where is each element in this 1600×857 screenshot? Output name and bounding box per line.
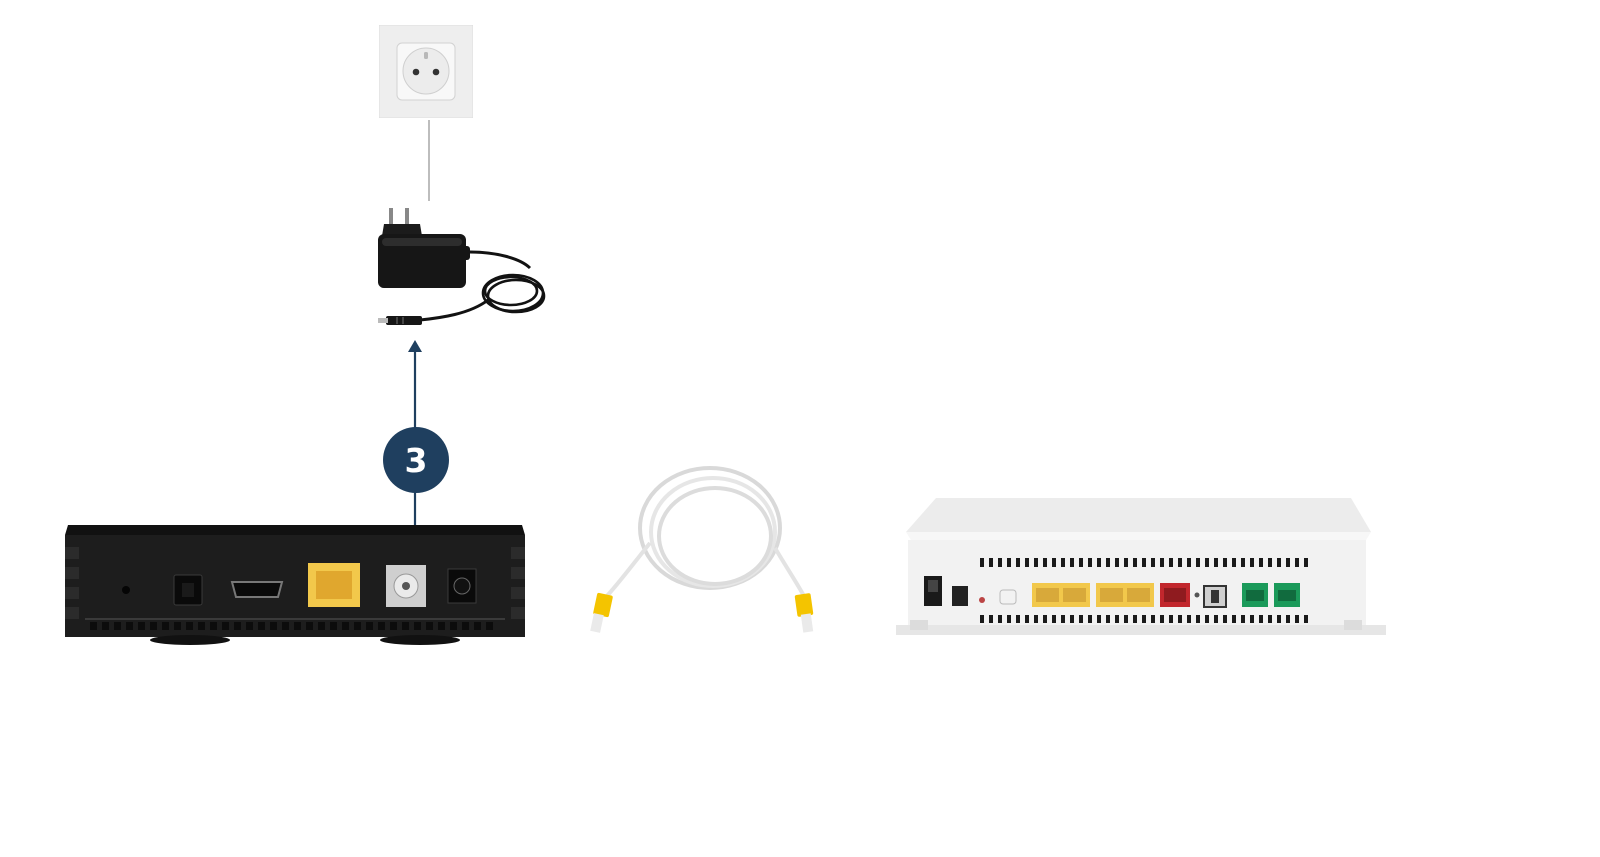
wall-socket-icon <box>379 25 473 118</box>
ethernet-cable-icon <box>590 466 814 633</box>
power-adapter-icon <box>378 120 546 325</box>
step-number-badge: 3 <box>383 427 449 493</box>
tv-decoder-icon <box>65 525 525 645</box>
router-icon <box>896 498 1386 635</box>
